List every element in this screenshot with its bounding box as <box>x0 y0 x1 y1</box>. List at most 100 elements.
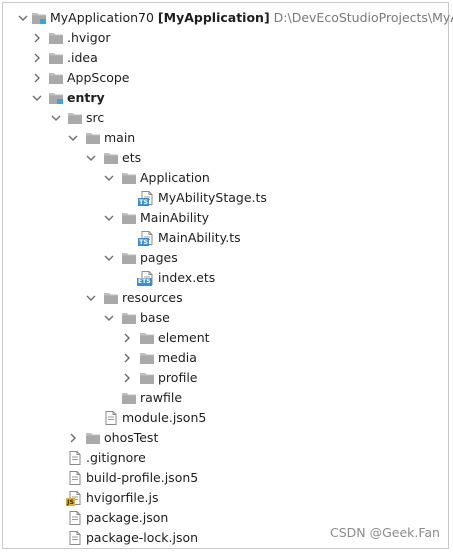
tree-label: module.json5 <box>122 410 207 425</box>
chevron-down-icon[interactable] <box>103 312 115 324</box>
tree-label: element <box>158 330 210 345</box>
module-folder-icon <box>48 91 64 105</box>
tree-row-entry[interactable]: entry <box>3 88 450 108</box>
tree-row-project-root[interactable]: MyApplication70 [MyApplication] D:\DevEc… <box>3 8 453 28</box>
json-file-icon <box>67 471 83 485</box>
typescript-file-icon: TS <box>138 191 155 206</box>
tree-row-src[interactable]: src <box>3 108 450 128</box>
tree-label: AppScope <box>67 70 130 85</box>
project-label: MyApplication70 [MyApplication] D:\DevEc… <box>50 10 453 26</box>
tree-row-media[interactable]: media <box>3 348 450 368</box>
folder-icon <box>48 51 64 65</box>
tree-label: src <box>86 110 105 125</box>
tree-row-hvigor[interactable]: .hvigor <box>3 28 450 48</box>
tree-row-appscope[interactable]: AppScope <box>3 68 450 88</box>
tree-row-pages[interactable]: pages <box>3 248 450 268</box>
tree-label: index.ets <box>158 270 216 285</box>
tree-label: package-lock.json <box>86 530 199 545</box>
tree-row-application[interactable]: Application <box>3 168 450 188</box>
chevron-down-icon[interactable] <box>85 152 97 164</box>
json-file-icon <box>67 511 83 525</box>
folder-icon <box>67 111 83 125</box>
chevron-down-icon[interactable] <box>103 252 115 264</box>
folder-icon <box>48 71 64 85</box>
tree-row-element[interactable]: element <box>3 328 450 348</box>
folder-icon <box>103 151 119 165</box>
tree-row-rawfile[interactable]: rawfile <box>3 388 450 408</box>
folder-icon <box>121 391 137 405</box>
chevron-down-icon[interactable] <box>17 12 29 24</box>
json-file-icon <box>67 531 83 545</box>
chevron-down-icon[interactable] <box>67 132 79 144</box>
ets-badge: ETS <box>137 278 152 286</box>
folder-icon <box>48 31 64 45</box>
tree-label: ets <box>122 150 142 165</box>
tree-row-hvigorfile[interactable]: JS hvigorfile.js <box>3 488 450 508</box>
tree-row-ets[interactable]: ets <box>3 148 450 168</box>
project-module: [MyApplication] <box>157 10 270 25</box>
tree-row-mainability-folder[interactable]: MainAbility <box>3 208 450 228</box>
typescript-file-icon: TS <box>138 231 155 246</box>
chevron-down-icon[interactable] <box>50 112 62 124</box>
ts-badge: TS <box>138 238 150 246</box>
tree-row-resources[interactable]: resources <box>3 288 450 308</box>
tree-label: MainAbility.ts <box>158 230 241 245</box>
tree-row-index[interactable]: ETS index.ets <box>3 268 450 288</box>
tree-label: Application <box>140 170 210 185</box>
tree-label: MainAbility <box>140 210 210 225</box>
tree-label: base <box>140 310 170 325</box>
tree-row-main[interactable]: main <box>3 128 450 148</box>
tree-row-gitignore[interactable]: .gitignore <box>3 448 450 468</box>
ets-file-icon: ETS <box>137 271 155 286</box>
chevron-down-icon[interactable] <box>103 212 115 224</box>
tree-label: hvigorfile.js <box>86 490 159 505</box>
tree-label: ohosTest <box>104 430 159 445</box>
tree-row-ohostest[interactable]: ohosTest <box>3 428 450 448</box>
chevron-right-icon[interactable] <box>31 32 43 44</box>
watermark: CSDN @Geek.Fan <box>329 525 440 540</box>
tree-label: profile <box>158 370 198 385</box>
chevron-right-icon[interactable] <box>67 432 79 444</box>
tree-label: build-profile.json5 <box>86 470 199 485</box>
tree-label: .hvigor <box>67 30 111 45</box>
chevron-right-icon[interactable] <box>31 52 43 64</box>
tree-row-module-json5[interactable]: module.json5 <box>3 408 450 428</box>
tree-label: resources <box>122 290 183 305</box>
folder-icon <box>139 351 155 365</box>
tree-row-package-lock[interactable]: package-lock.json <box>3 528 450 548</box>
tree-row-mainability-ts[interactable]: TS MainAbility.ts <box>3 228 450 248</box>
folder-icon <box>121 311 137 325</box>
tree-row-myabilitystage[interactable]: TS MyAbilityStage.ts <box>3 188 450 208</box>
gitignore-file-icon <box>67 451 83 465</box>
tree-label: pages <box>140 250 178 265</box>
javascript-file-icon: JS <box>66 491 83 506</box>
chevron-right-icon[interactable] <box>121 372 133 384</box>
folder-icon <box>139 331 155 345</box>
module-folder-icon <box>31 11 47 25</box>
chevron-right-icon[interactable] <box>121 352 133 364</box>
ts-badge: TS <box>138 198 150 206</box>
folder-icon <box>85 131 101 145</box>
tree-label: entry <box>67 90 105 105</box>
chevron-down-icon[interactable] <box>85 292 97 304</box>
chevron-down-icon[interactable] <box>103 172 115 184</box>
tree-row-idea[interactable]: .idea <box>3 48 450 68</box>
chevron-down-icon[interactable] <box>31 92 43 104</box>
tree-label: media <box>158 350 197 365</box>
tree-label: package.json <box>86 510 169 525</box>
folder-icon <box>85 431 101 445</box>
tree-row-profile[interactable]: profile <box>3 368 450 388</box>
tree-row-package-json[interactable]: package.json <box>3 508 450 528</box>
tree-label: MyAbilityStage.ts <box>158 190 267 205</box>
folder-icon <box>103 291 119 305</box>
folder-icon <box>121 211 137 225</box>
chevron-right-icon[interactable] <box>31 72 43 84</box>
chevron-right-icon[interactable] <box>121 332 133 344</box>
tree-row-build-profile[interactable]: build-profile.json5 <box>3 468 450 488</box>
folder-icon <box>121 251 137 265</box>
project-path: D:\DevEcoStudioProjects\MyApp <box>273 10 453 25</box>
tree-label: main <box>104 130 136 145</box>
tree-label: rawfile <box>140 390 183 405</box>
tree-row-base[interactable]: base <box>3 308 450 328</box>
